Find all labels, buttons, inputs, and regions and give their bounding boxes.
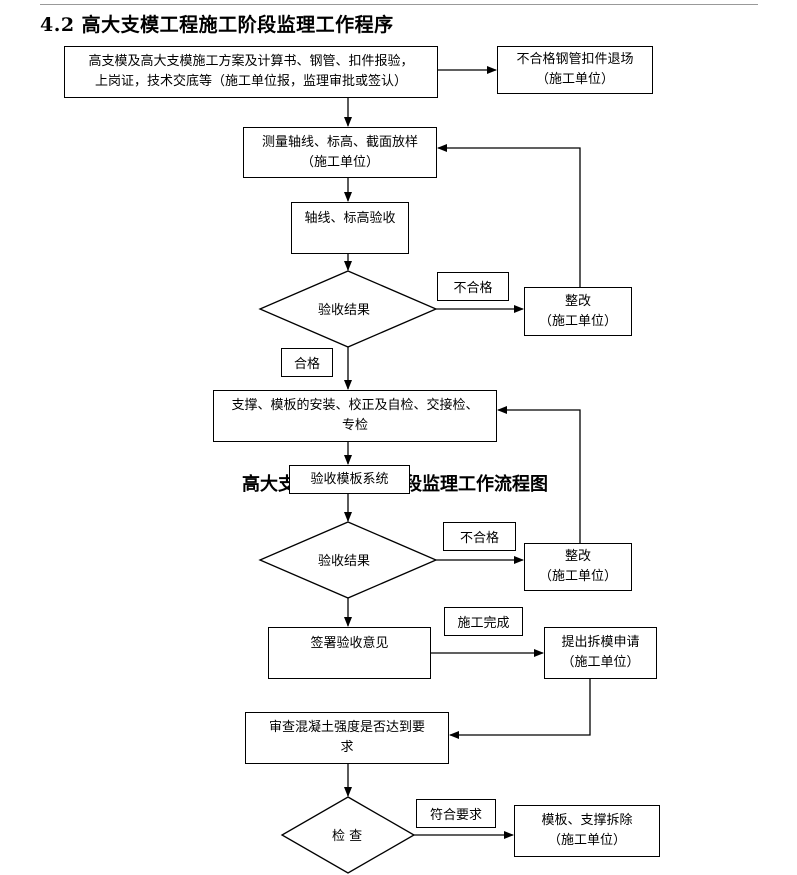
plan-approval-box: 高支模及高大支模施工方案及计算书、钢管、扣件报验， 上岗证，技术交底等（施工单位报… (64, 46, 438, 98)
inspect-diamond (280, 796, 416, 874)
plan-line-1: 高支模及高大支模施工方案及计算书、钢管、扣件报验， (88, 54, 414, 69)
result1-label: 验收结果 (318, 303, 371, 318)
survey-line-1: 测量轴线、标高、截面放样 (261, 134, 418, 150)
install-line-2: 专检 (341, 418, 368, 433)
header-rule (40, 4, 758, 5)
survey-line-2: （施工单位） (300, 154, 379, 170)
fix2-line-2: （施工单位） (538, 569, 617, 584)
fix1-box: 整改 （施工单位） (524, 287, 632, 336)
axis-check-label: 轴线、标高验收 (304, 211, 396, 226)
formwork-removal-line-2: （施工单位） (547, 833, 626, 848)
fix1-back-to-survey-arrow (437, 144, 581, 287)
section-heading: 4.2 高大支模工程施工阶段监理工作程序 (40, 14, 394, 36)
axis-check-box: 轴线、标高验收 (291, 202, 409, 254)
concrete-review-box: 审查混凝土强度是否达到要求 (245, 712, 449, 764)
pass1-tag: 合格 (281, 348, 333, 377)
sign-opinion-label: 签署验收意见 (310, 636, 389, 651)
reject-pipes-line-2: （施工单位） (535, 72, 614, 87)
sign-opinion-box: 签署验收意见 (268, 627, 431, 679)
accept-system-label: 验收模板系统 (310, 471, 389, 487)
result1-diamond (258, 270, 438, 348)
fix2-box: 整改 （施工单位） (524, 543, 632, 591)
fail1-tag: 不合格 (437, 272, 509, 301)
survey-box: 测量轴线、标高、截面放样 （施工单位） (243, 127, 437, 178)
fix2-line-1: 整改 (564, 549, 591, 564)
result2-label: 验收结果 (318, 554, 371, 569)
concrete-review-line-1: 审查混凝土强度是否达到要 (268, 720, 425, 735)
accept-system-box: 验收模板系统 (289, 465, 410, 494)
reject-pipes-box: 不合格钢管扣件退场 （施工单位） (497, 46, 653, 94)
formwork-removal-box: 模板、支撑拆除 （施工单位） (514, 805, 660, 857)
formwork-removal-line-1: 模板、支撑拆除 (541, 813, 633, 828)
removal-request-box: 提出拆模申请 （施工单位） (544, 627, 657, 679)
inspect-label: 检 查 (332, 829, 363, 844)
reject-pipes-line-1: 不合格钢管扣件退场 (516, 52, 634, 67)
meets-tag: 符合要求 (416, 799, 496, 828)
plan-line-2: 上岗证，技术交底等（施工单位报，监理审批或签认） (94, 74, 407, 89)
fix2-back-to-install-arrow (497, 406, 581, 543)
removal-request-line-1: 提出拆模申请 (561, 635, 640, 650)
request-to-review-arrow (449, 679, 591, 739)
install-box: 支撑、模板的安装、校正及自检、交接检、专检 (213, 390, 497, 442)
fix1-line-1: 整改 (564, 293, 591, 309)
done-tag: 施工完成 (444, 607, 523, 636)
concrete-review-line-2: 求 (340, 740, 354, 755)
install-line-1: 支撑、模板的安装、校正及自检、交接检、 (231, 398, 479, 413)
fix1-line-2: （施工单位） (538, 313, 617, 329)
fail2-tag: 不合格 (443, 522, 516, 551)
removal-request-line-2: （施工单位） (561, 655, 640, 670)
result2-diamond (258, 521, 438, 599)
